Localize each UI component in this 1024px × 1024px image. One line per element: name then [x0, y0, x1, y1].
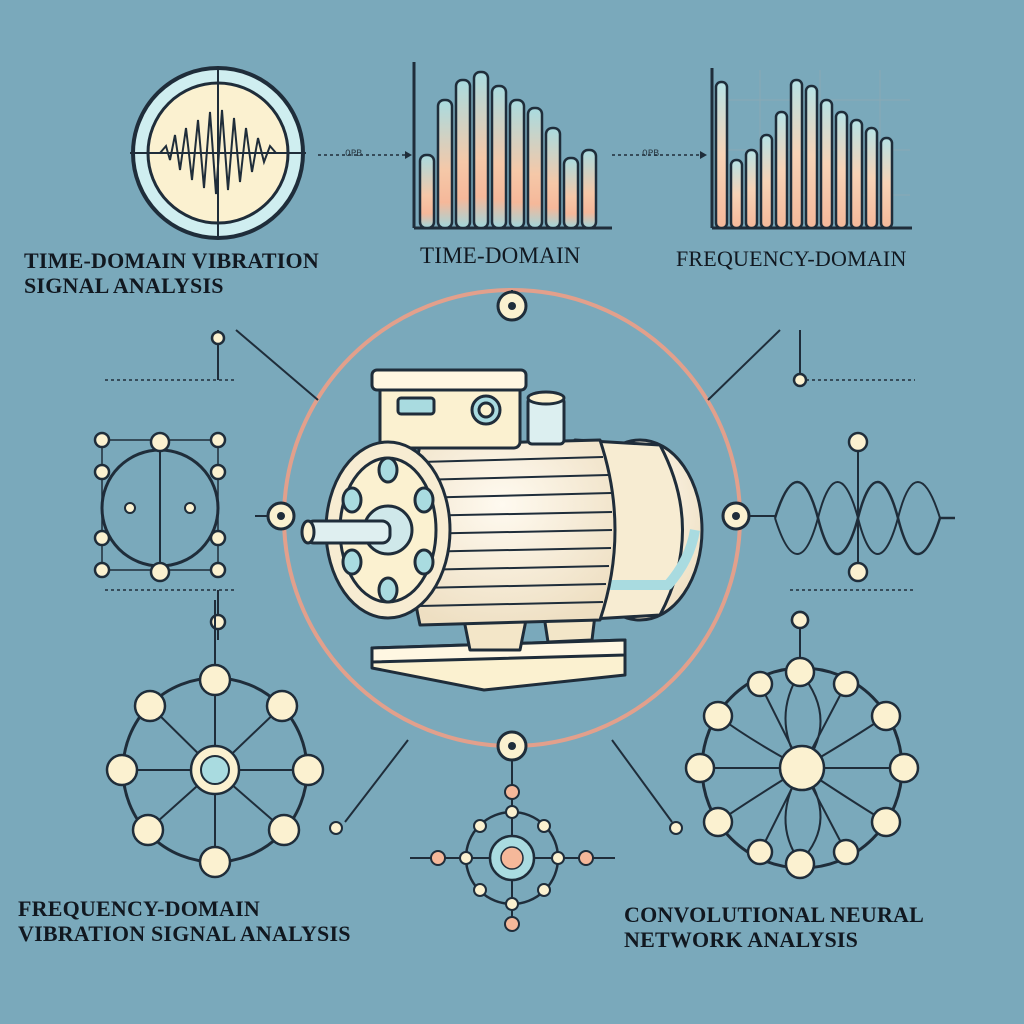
label-frequency-domain: FREQUENCY-DOMAIN — [676, 246, 907, 271]
label-line: NETWORK ANALYSIS — [624, 927, 859, 953]
ring-node — [721, 501, 751, 531]
label-line: SIGNAL ANALYSIS — [24, 273, 224, 299]
ring-connectors — [235, 329, 781, 823]
label-frequency-domain-vibration: FREQUENCY-DOMAIN VIBRATION SIGNAL ANALYS… — [18, 896, 351, 947]
connector-arrow — [612, 151, 707, 159]
label-cnn-analysis: CONVOLUTIONAL NEURAL NETWORK ANALYSIS — [624, 902, 924, 953]
label-time-domain: TIME-DOMAIN — [420, 243, 581, 268]
ring-node — [496, 290, 528, 322]
ring-node — [496, 730, 528, 762]
label-line: CONVOLUTIONAL NEURAL — [624, 902, 924, 927]
center-node-icon — [410, 760, 615, 932]
label-line: FREQUENCY-DOMAIN — [18, 896, 260, 921]
arrow-mark: 0PB — [642, 149, 660, 159]
cnn-network-icon — [684, 610, 920, 880]
arrow-mark: 0PB — [345, 149, 363, 159]
oscilloscope-icon — [130, 66, 306, 240]
waveform-node-icon — [773, 330, 955, 630]
ring-node — [266, 501, 296, 531]
spectrum-chart-icon — [710, 68, 912, 230]
label-line: TIME-DOMAIN VIBRATION — [24, 248, 319, 273]
label-time-domain-vibration: TIME-DOMAIN VIBRATION SIGNAL ANALYSIS — [24, 248, 319, 299]
network-node-icon — [93, 330, 236, 640]
radial-network-icon — [105, 600, 325, 879]
connector-arrow — [318, 151, 412, 159]
electric-motor-icon — [300, 368, 704, 692]
bar-chart-icon — [412, 62, 612, 230]
label-line: VIBRATION SIGNAL ANALYSIS — [18, 921, 351, 947]
